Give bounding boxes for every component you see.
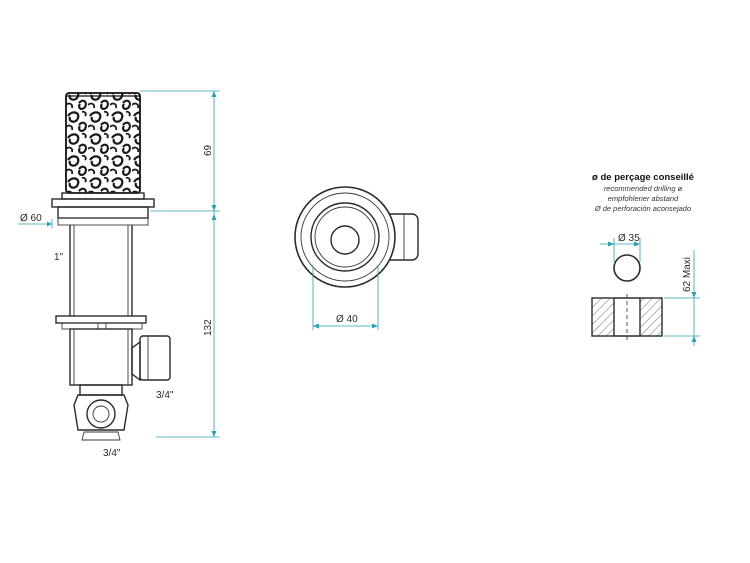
drilling-note-english: recommended drilling ø [604,184,683,193]
thread-top-label: 1" [54,252,64,263]
thickness-label: 62 Maxi [682,257,693,292]
drill-diameter-dimension [600,238,641,262]
front-diameter-label: Ø 60 [20,213,42,224]
handle [65,92,141,194]
front-height-top-label: 69 [203,144,214,156]
spindle-tube [69,225,133,316]
front-height-body-dimension [156,211,220,438]
top-diameter-dimension [312,265,379,330]
flange [51,192,155,226]
front-view: Ø 60 69 132 1" 3/4" 3/4" [18,90,220,459]
worktop-section [591,294,663,340]
thread-bottom-label: 3/4" [103,448,121,459]
thickness-dimension [664,250,700,346]
lock-nut [55,315,147,330]
drilling-note-title: ø de perçage conseillé [592,172,694,183]
front-diameter-dimension [18,219,53,228]
drilling-note: ø de perçage conseillé recommended drill… [591,172,700,346]
drilling-note-german: empfohlener abstand [608,194,679,203]
drill-hole-circle [613,254,641,282]
drill-diameter-label: Ø 35 [618,233,640,244]
drilling-note-spanish: Ø de perforación aconsejado [594,204,691,213]
top-diameter-label: Ø 40 [336,314,358,325]
valve-body [69,328,171,386]
bottom-connector [73,384,129,441]
front-height-top-dimension [140,90,220,212]
top-view: Ø 40 [294,186,419,330]
front-height-body-label: 132 [203,319,214,336]
thread-side-label: 3/4" [156,390,174,401]
